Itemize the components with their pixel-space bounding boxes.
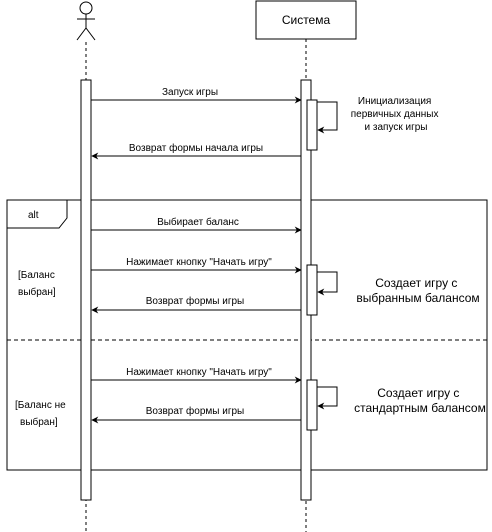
message-return-start-form-label: Возврат формы начала игры xyxy=(129,142,263,154)
note-create-default-line-1: Создает игру с xyxy=(377,386,459,400)
note-create-selected-line-1: Создает игру с xyxy=(375,276,457,290)
message-return-game-form-2-label: Возврат формы игры xyxy=(146,405,244,417)
message-press-start-1-label: Нажимает кнопку "Начать игру" xyxy=(126,257,272,268)
message-return-game-form-1-label: Возврат формы игры xyxy=(146,295,244,307)
alt-fragment xyxy=(6,199,488,471)
message-start-game-label: Запуск игры xyxy=(162,87,218,98)
note-create-selected: Создает игру с выбранным балансом xyxy=(356,276,479,305)
create-selected-activation xyxy=(306,264,318,316)
note-create-default-line-2: стандартным балансом xyxy=(354,401,486,415)
user-actor xyxy=(76,1,96,41)
note-init: Инициализация первичных данных и запуск … xyxy=(351,96,442,133)
note-create-default: Создает игру с стандартным балансом xyxy=(354,386,486,415)
self-message-create-default xyxy=(317,386,338,410)
guard-1-line-1: [Баланс xyxy=(18,270,55,281)
self-message-init xyxy=(317,101,338,134)
system-header-box xyxy=(255,0,357,40)
actor-head xyxy=(79,1,93,15)
self-message-create-selected xyxy=(317,271,338,296)
note-init-line-3: и запуск игры xyxy=(365,122,428,133)
alt-operator-label: alt xyxy=(28,210,39,221)
actor-leg-left xyxy=(76,27,87,41)
guard-2-line-2: выбран] xyxy=(20,416,58,428)
actor-activation xyxy=(80,79,92,501)
note-init-line-2: первичных данных xyxy=(351,109,439,120)
guard-balance-selected: [Баланс выбран] xyxy=(18,270,58,298)
guard-1-line-2: выбран] xyxy=(18,286,56,298)
guard-balance-not-selected: [Баланс не выбран] xyxy=(15,400,68,428)
create-default-activation xyxy=(306,379,318,431)
system-header-label: Система xyxy=(282,13,331,27)
actor-leg-right xyxy=(85,27,96,41)
init-activation xyxy=(306,99,318,151)
message-choose-balance-label: Выбирает баланс xyxy=(157,216,239,228)
guard-2-line-1: [Баланс не xyxy=(15,400,66,411)
message-press-start-2-label: Нажимает кнопку "Начать игру" xyxy=(126,367,272,378)
note-init-line-1: Инициализация xyxy=(358,96,431,107)
alt-operator-tab xyxy=(6,199,68,229)
note-create-selected-line-2: выбранным балансом xyxy=(356,291,479,305)
